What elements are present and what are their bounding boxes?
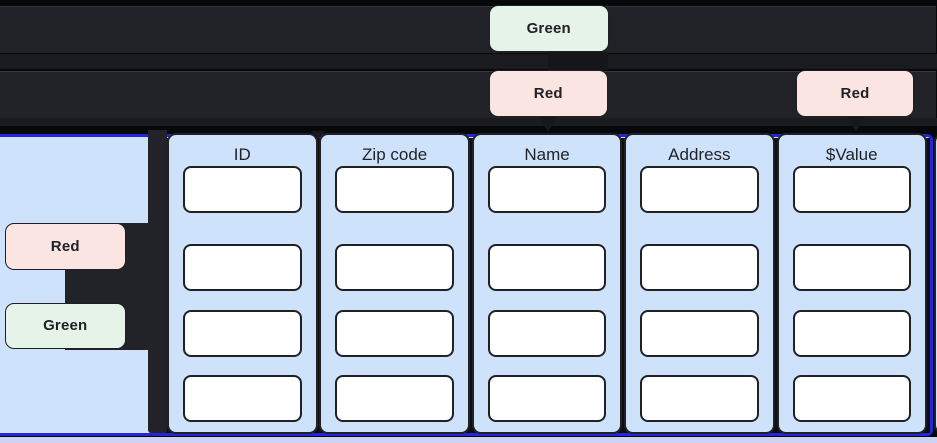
table-cell[interactable] <box>487 309 607 357</box>
table-cell[interactable] <box>335 244 454 291</box>
column-header: Zip code <box>362 145 428 164</box>
row-bar-top <box>0 5 936 53</box>
row-band-thin-1 <box>0 53 937 69</box>
table-cell[interactable] <box>335 166 454 213</box>
column-header: Address <box>668 145 731 164</box>
column-card-name[interactable]: Name <box>471 133 623 434</box>
chip-label: Green <box>526 19 571 37</box>
table-cell[interactable] <box>487 166 607 213</box>
row-bar-bottom <box>0 70 936 118</box>
column-card-id[interactable]: ID <box>167 133 318 434</box>
vertical-divider-strip <box>148 130 167 433</box>
chip-red-top-center[interactable]: Red <box>489 69 608 117</box>
selection-bottom-strip <box>0 437 937 443</box>
table-cell[interactable] <box>792 166 911 213</box>
chip-label: Green <box>43 317 88 334</box>
table-cell[interactable] <box>640 375 759 422</box>
arrow-down-icon <box>311 131 325 140</box>
table-cell[interactable] <box>640 166 759 213</box>
chip-label: Red <box>533 84 563 102</box>
column-card-partial-right[interactable] <box>933 133 937 434</box>
column-card-zipcode[interactable]: Zip code <box>319 133 470 434</box>
table-cell[interactable] <box>183 375 302 422</box>
table-cell[interactable] <box>183 166 302 213</box>
chip-red-left[interactable]: Red <box>4 223 126 270</box>
chip-green-top[interactable]: Green <box>489 4 609 52</box>
table-cell[interactable] <box>487 244 607 291</box>
arrow-down-icon <box>539 117 557 132</box>
row-band-thin-2 <box>0 118 937 126</box>
column-card-address[interactable]: Address <box>624 133 775 434</box>
table-cell[interactable] <box>792 309 911 357</box>
chip-green-left[interactable]: Green <box>4 302 126 349</box>
chip-label: Red <box>840 84 870 102</box>
table-cell[interactable] <box>640 309 759 357</box>
chip-label: Red <box>50 237 80 255</box>
table-cell[interactable] <box>487 375 607 422</box>
table-cell[interactable] <box>640 244 759 291</box>
table-cell[interactable] <box>183 309 302 357</box>
table-cell[interactable] <box>335 375 454 422</box>
arrow-down-icon <box>846 117 865 132</box>
column-header: $Value <box>825 145 878 164</box>
chip-slot-shadow <box>548 52 608 70</box>
table-cell[interactable] <box>183 244 302 291</box>
table-cell[interactable] <box>792 244 911 291</box>
column-header: ID <box>233 145 251 164</box>
column-card-value[interactable]: $Value <box>776 133 927 434</box>
chip-red-top-right[interactable]: Red <box>796 69 914 117</box>
table-cell[interactable] <box>792 375 911 422</box>
column-header: Name <box>524 145 570 164</box>
table-cell[interactable] <box>335 309 454 357</box>
